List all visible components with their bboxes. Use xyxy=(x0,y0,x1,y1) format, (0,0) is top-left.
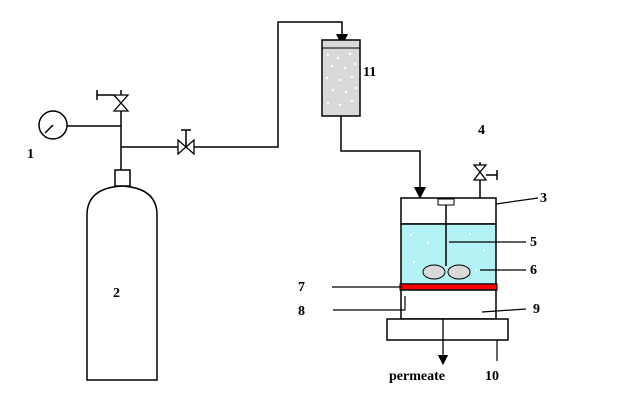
label-6: 6 xyxy=(530,263,537,278)
label-2: 2 xyxy=(113,286,120,301)
gas-line-valve xyxy=(121,21,348,156)
label-permeate: permeate xyxy=(389,369,445,384)
label-11: 11 xyxy=(363,65,376,80)
label-9: 9 xyxy=(533,302,540,317)
leader-lines xyxy=(332,197,539,361)
label-1: 1 xyxy=(27,147,34,162)
label-3: 3 xyxy=(540,191,547,206)
gas-cylinder xyxy=(86,169,158,381)
label-4: 4 xyxy=(478,123,485,138)
pressure-gauge xyxy=(38,110,121,140)
vent-valve xyxy=(472,162,498,198)
label-5: 5 xyxy=(530,235,537,250)
reservoir xyxy=(321,39,426,199)
filtration-cell xyxy=(386,197,509,366)
membrane xyxy=(399,283,498,291)
cylinder-top-valve xyxy=(96,90,130,170)
label-10: 10 xyxy=(485,369,499,384)
label-8: 8 xyxy=(298,304,305,319)
label-7: 7 xyxy=(298,280,305,295)
